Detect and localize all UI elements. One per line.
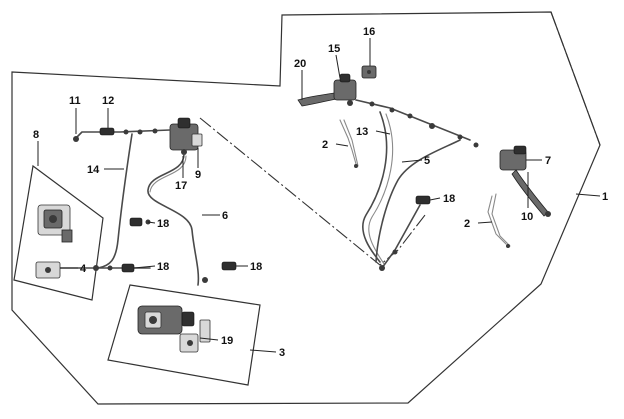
front-brake-lever-assembly <box>499 145 551 217</box>
hose-14 <box>97 133 133 269</box>
banjo-bolt-18d <box>379 195 431 271</box>
left-master-cylinder <box>169 117 203 155</box>
front-caliper-box <box>13 164 104 301</box>
callout-9: 9 <box>195 169 201 181</box>
callout-18-right: 18 <box>443 193 455 205</box>
callout-18-lower: 18 <box>157 261 169 273</box>
front-group-boundary <box>199 117 426 266</box>
banjo-bolt-18c <box>202 261 237 283</box>
leader-lines <box>37 38 601 353</box>
brake-switch-wire-left <box>339 119 359 168</box>
upper-left-line-clips <box>73 127 158 142</box>
callout-4: 4 <box>80 263 87 275</box>
rear-caliper-box <box>107 284 261 386</box>
banjo-bolt-18a <box>129 217 151 227</box>
assembly-outline <box>11 11 601 405</box>
callout-8: 8 <box>33 129 39 141</box>
hose-6 <box>147 153 200 286</box>
callout-2-left: 2 <box>322 139 328 151</box>
handlebar-line-clips <box>369 101 479 148</box>
callout-18-rear: 18 <box>250 261 262 273</box>
callout-3: 3 <box>279 347 285 359</box>
callout-7: 7 <box>545 155 551 167</box>
callout-17: 17 <box>175 180 187 192</box>
callout-5: 5 <box>424 155 430 167</box>
rear-caliper <box>137 305 211 353</box>
callout-14: 14 <box>87 164 100 176</box>
front-caliper <box>35 204 73 279</box>
hose-6-inner <box>149 155 187 193</box>
callout-2-right: 2 <box>464 218 470 230</box>
callout-10: 10 <box>521 211 533 223</box>
callout-15: 15 <box>328 43 340 55</box>
callout-18-mid: 18 <box>157 218 169 230</box>
callout-19: 19 <box>221 335 233 347</box>
callout-6: 6 <box>222 210 228 222</box>
cable-13 <box>362 111 388 263</box>
cable-5 <box>375 139 461 263</box>
callout-1: 1 <box>602 191 608 203</box>
reservoir-cap <box>361 65 377 79</box>
callout-13: 13 <box>356 126 368 138</box>
front-feed-clips <box>93 263 135 273</box>
callout-16: 16 <box>363 26 375 38</box>
rear-brake-lever-assembly <box>297 73 357 107</box>
callout-20: 20 <box>294 58 306 70</box>
callout-12: 12 <box>102 95 114 107</box>
cable-13-inner <box>368 113 394 265</box>
callout-11: 11 <box>69 95 81 107</box>
right-cable-boundary <box>550 11 601 146</box>
brake-switch-wire-right <box>487 193 511 248</box>
